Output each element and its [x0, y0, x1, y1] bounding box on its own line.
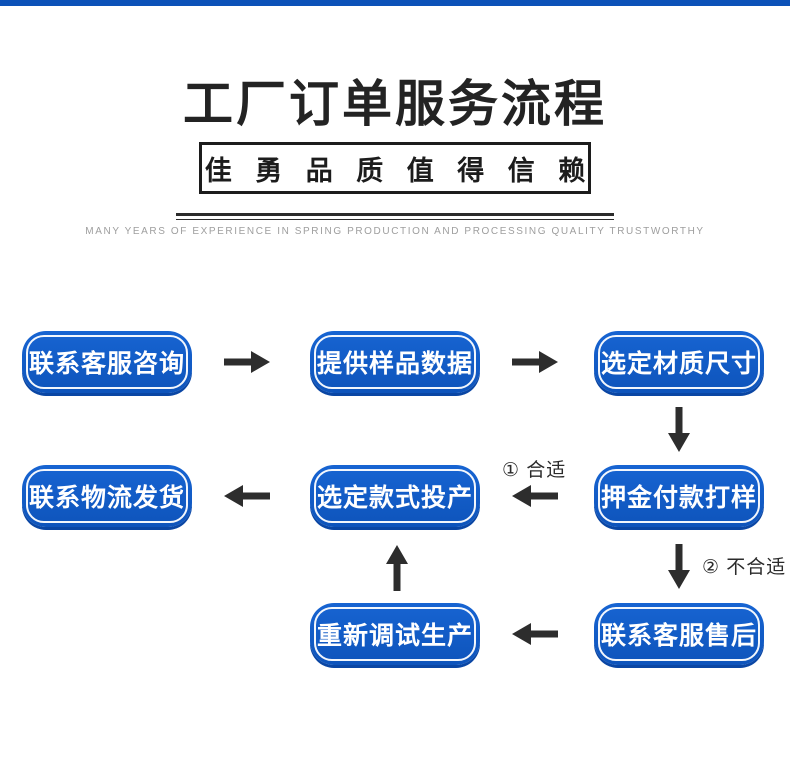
arrow-left-icon	[224, 484, 270, 508]
flow-step-select-style-production: 选定款式投产	[310, 465, 480, 527]
arrow-left-icon	[512, 622, 558, 646]
flow-step-contact-logistics-ship: 联系物流发货	[22, 465, 192, 527]
flow-step-label: 押金付款打样	[600, 484, 757, 512]
flow-step-readjust-production: 重新调试生产	[310, 603, 480, 665]
arrow-left-icon	[512, 484, 558, 508]
flow-step-deposit-payment-proofing: 押金付款打样	[594, 465, 764, 527]
flow-step-label: 联系客服咨询	[28, 350, 185, 378]
arrow-up-icon	[385, 545, 409, 591]
flow-step-label: 选定材质尺寸	[600, 350, 757, 378]
arrow-down-icon	[667, 407, 691, 452]
flow-step-label: 选定款式投产	[316, 484, 473, 512]
page-title: 工厂订单服务流程	[183, 76, 607, 132]
subtitle-text: 佳 勇 品 质 值 得 信 赖	[204, 155, 594, 186]
flow-step-label: 联系物流发货	[28, 484, 185, 512]
top-accent-bar	[0, 0, 790, 6]
arrow-right-icon	[224, 350, 270, 374]
flow-step-label: 提供样品数据	[316, 350, 473, 378]
flow-step-select-material-size: 选定材质尺寸	[594, 331, 764, 393]
condition-not-suitable-label: ② 不合适	[702, 557, 787, 578]
arrow-down-icon	[667, 544, 691, 589]
flow-step-contact-service: 联系客服咨询	[22, 331, 192, 393]
english-tagline: MANY YEARS OF EXPERIENCE IN SPRING PRODU…	[85, 226, 705, 237]
flow-step-provide-sample-data: 提供样品数据	[310, 331, 480, 393]
condition-suitable-label: ① 合适	[502, 460, 567, 481]
flow-step-label: 重新调试生产	[316, 622, 473, 650]
subtitle-box: 佳 勇 品 质 值 得 信 赖	[199, 142, 591, 194]
arrow-right-icon	[512, 350, 558, 374]
flow-step-label: 联系客服售后	[600, 622, 757, 650]
double-rule-divider	[176, 213, 614, 220]
flow-step-contact-service-aftersales: 联系客服售后	[594, 603, 764, 665]
